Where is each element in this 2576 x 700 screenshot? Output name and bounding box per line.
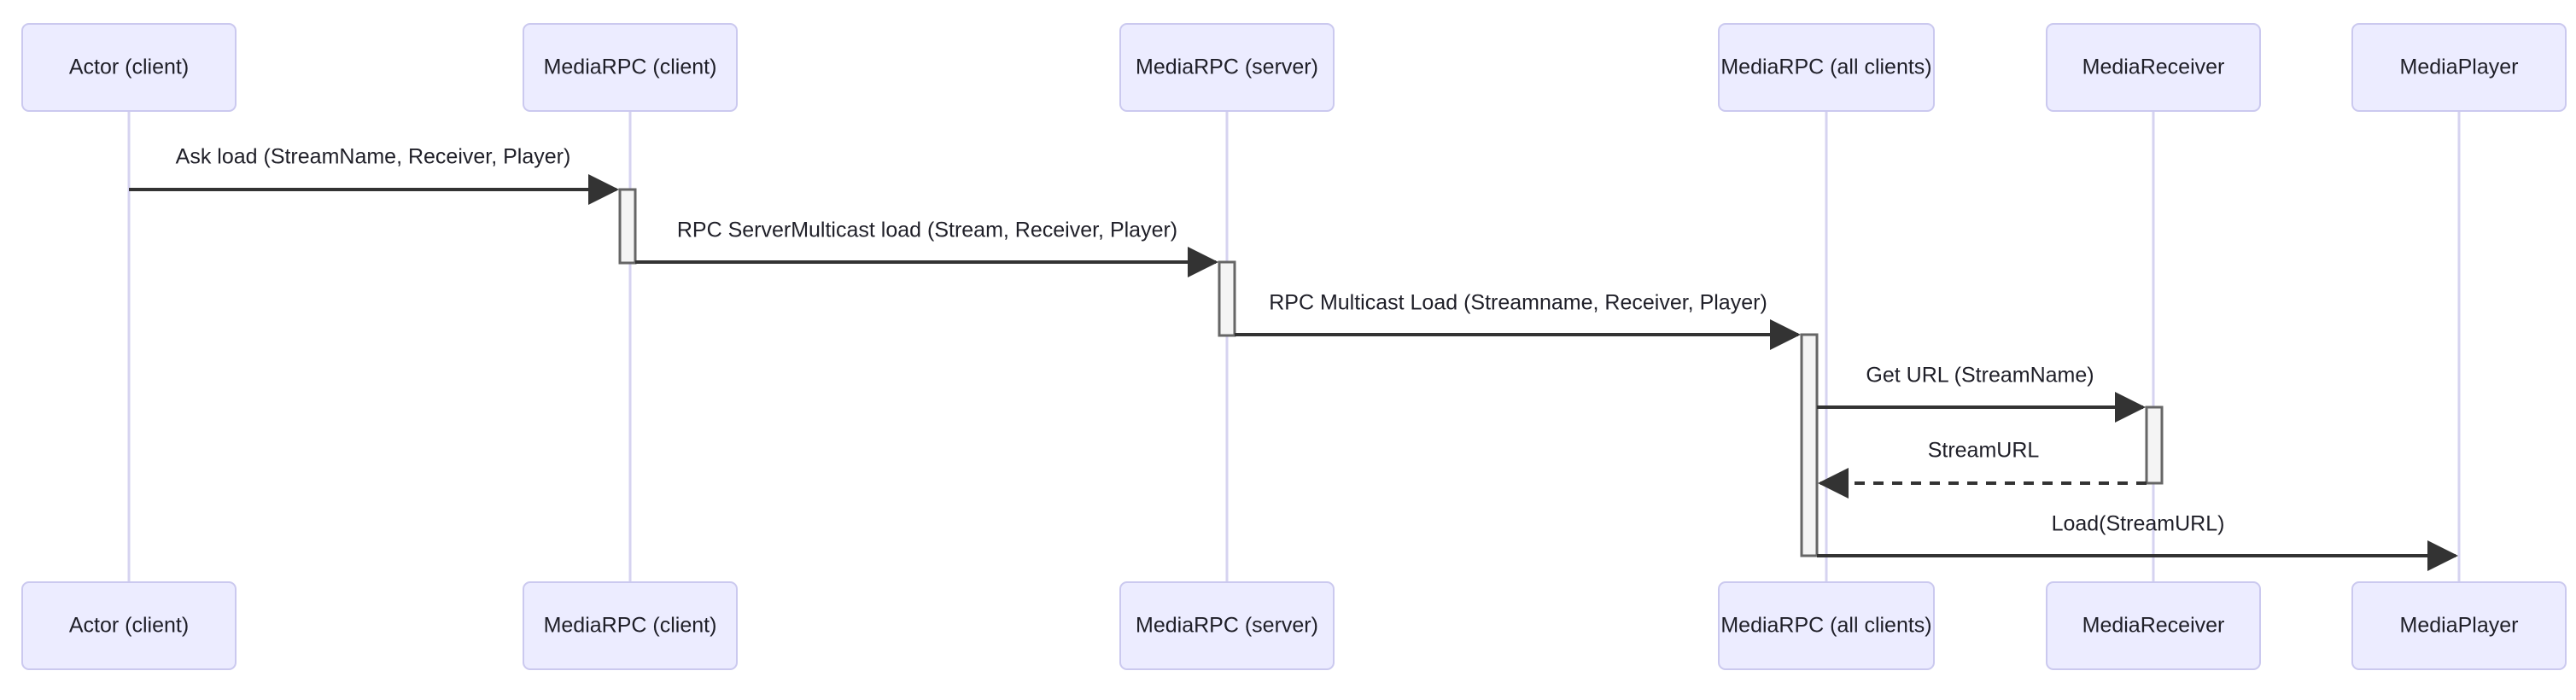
message-label-msg-streamurl-return: StreamURL: [1928, 439, 2040, 463]
participant-label-actor-client: Actor (client): [69, 55, 189, 79]
activation-bar-mediarpc-server: [1218, 260, 1236, 337]
participant-mediarpc-client-header[interactable]: MediaRPC (client): [523, 23, 738, 112]
message-label-msg-load-streamurl: Load(StreamURL): [2052, 512, 2225, 536]
participant-label-mediarpc-client: MediaRPC (client): [544, 55, 717, 79]
message-msg-rpc-multicast-load: RPC Multicast Load (Streamname, Receiver…: [1235, 291, 1801, 350]
message-label-msg-rpc-servermulticast-load: RPC ServerMulticast load (Stream, Receiv…: [677, 219, 1177, 242]
participant-box-actor-client: [21, 581, 237, 670]
participant-box-mediaplayer: [2351, 581, 2567, 670]
participant-label-mediaplayer: MediaPlayer: [2400, 614, 2519, 638]
header-participants-layer: Actor (client) MediaRPC (client) MediaRPC …: [21, 23, 2567, 112]
participant-label-mediaplayer: MediaPlayer: [2400, 55, 2519, 79]
participant-mediareceiver-header[interactable]: MediaReceiver: [2046, 23, 2261, 112]
participant-actor-client-footer[interactable]: Actor (client): [21, 581, 237, 670]
participant-box-actor-client: [21, 23, 237, 112]
participant-box-mediarpc-client: [523, 23, 738, 112]
message-label-msg-rpc-multicast-load: RPC Multicast Load (Streamname, Receiver…: [1269, 291, 1767, 315]
message-msg-load-streamurl: Load(StreamURL): [1817, 512, 2458, 571]
participant-mediarpc-server-header[interactable]: MediaRPC (server): [1119, 23, 1335, 112]
participant-label-mediarpc-server: MediaRPC (server): [1136, 614, 1318, 638]
participant-actor-client-header[interactable]: Actor (client): [21, 23, 237, 112]
participant-box-mediarpc-all-clients: [1718, 23, 1935, 112]
activations-layer: [618, 188, 2164, 557]
participant-mediarpc-client-footer[interactable]: MediaRPC (client): [523, 581, 738, 670]
participant-mediaplayer-footer[interactable]: MediaPlayer: [2351, 581, 2567, 670]
activation-bar-mediareceiver: [2145, 405, 2164, 485]
participant-label-mediarpc-all-clients: MediaRPC (all clients): [1720, 614, 1931, 638]
participant-box-mediarpc-all-clients: [1718, 581, 1935, 670]
participant-box-mediarpc-client: [523, 581, 738, 670]
message-label-msg-ask-load: Ask load (StreamName, Receiver, Player): [176, 145, 571, 169]
participant-box-mediarpc-server: [1119, 581, 1335, 670]
activation-bar-mediarpc-all-clients: [1800, 333, 1819, 557]
message-label-msg-get-url: Get URL (StreamName): [1866, 364, 2094, 388]
participant-mediarpc-all-clients-header[interactable]: MediaRPC (all clients): [1718, 23, 1935, 112]
footer-participants-layer: Actor (client) MediaRPC (client) MediaRPC …: [21, 581, 2567, 670]
participant-box-mediareceiver: [2046, 23, 2261, 112]
participant-label-mediarpc-all-clients: MediaRPC (all clients): [1720, 55, 1931, 79]
message-msg-rpc-servermulticast-load: RPC ServerMulticast load (Stream, Receiv…: [635, 219, 1218, 277]
participant-mediaplayer-header[interactable]: MediaPlayer: [2351, 23, 2567, 112]
messages-layer: Ask load (StreamName, Receiver, Player) R…: [129, 145, 2458, 571]
participant-label-mediarpc-client: MediaRPC (client): [544, 614, 717, 638]
participant-mediarpc-server-footer[interactable]: MediaRPC (server): [1119, 581, 1335, 670]
participant-label-mediareceiver: MediaReceiver: [2082, 614, 2225, 638]
message-msg-ask-load: Ask load (StreamName, Receiver, Player): [129, 145, 619, 205]
participant-box-mediaplayer: [2351, 23, 2567, 112]
participant-label-actor-client: Actor (client): [69, 614, 189, 638]
message-msg-streamurl-return: StreamURL: [1818, 439, 2147, 499]
participant-mediarpc-all-clients-footer[interactable]: MediaRPC (all clients): [1718, 581, 1935, 670]
participant-label-mediarpc-server: MediaRPC (server): [1136, 55, 1318, 79]
participant-box-mediarpc-server: [1119, 23, 1335, 112]
participant-mediareceiver-footer[interactable]: MediaReceiver: [2046, 581, 2261, 670]
activation-bar-mediarpc-client: [618, 188, 637, 265]
participant-box-mediareceiver: [2046, 581, 2261, 670]
message-msg-get-url: Get URL (StreamName): [1817, 364, 2146, 423]
participant-label-mediareceiver: MediaReceiver: [2082, 55, 2225, 79]
